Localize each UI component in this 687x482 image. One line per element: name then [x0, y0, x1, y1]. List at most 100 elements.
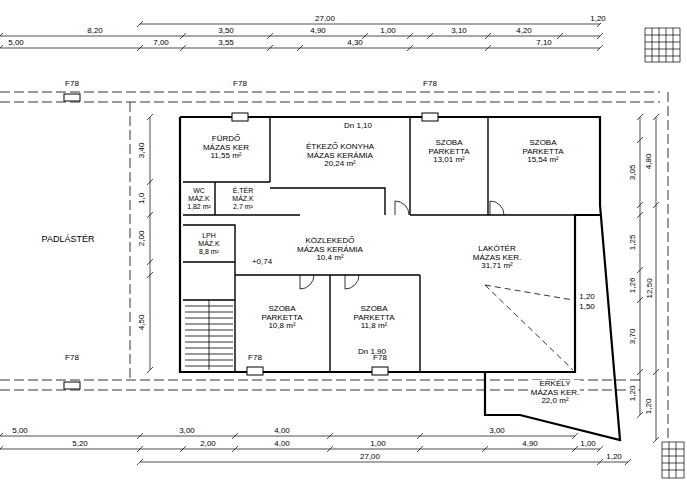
- room-text: MÁZAS KER: [203, 144, 249, 153]
- dimension-tick: [0, 33, 3, 39]
- room-text: 15,54 m²: [522, 156, 563, 165]
- dimension-label: 4,00: [273, 427, 291, 436]
- room-label: ERKÉLYMÁZAS KER.22,0 m²: [530, 380, 580, 406]
- dimension-label: 1,20: [578, 293, 596, 302]
- room-text: PARKETTA: [261, 314, 302, 323]
- dimension-tick: [327, 433, 333, 439]
- dimension-tick: [637, 297, 643, 303]
- dimension-label: 1,20: [630, 384, 639, 402]
- dimension-tick: [485, 33, 491, 39]
- room-text: FÜRDŐ: [203, 135, 249, 144]
- dimension-tick: [180, 446, 186, 452]
- dimension-label: 7,10: [535, 39, 553, 48]
- dimension-label: 3,10: [450, 27, 468, 36]
- dimension-label: 3,00: [178, 427, 196, 436]
- room-label: SZOBAPARKETTA11,8 m²: [352, 305, 395, 331]
- room-label: SZOBAPARKETTA15,54 m²: [521, 139, 564, 165]
- stair-line: [209, 300, 210, 370]
- dimension-tick: [147, 114, 153, 120]
- dimension-tick: [407, 45, 413, 51]
- dimension-tick: [232, 446, 238, 452]
- dimension-tick: [653, 202, 659, 208]
- room-text: MÁZ.K: [232, 195, 253, 203]
- room-text: 10,4 m²: [297, 254, 363, 263]
- dimension-tick: [417, 433, 423, 439]
- dimension-label: 8,20: [86, 27, 104, 36]
- dimension-tick: [137, 45, 143, 51]
- dimension-label: 1,0: [139, 191, 148, 204]
- room-text: 8,8 m²: [198, 248, 219, 256]
- room-text: SZOBA: [522, 139, 563, 148]
- dimension-tick: [147, 259, 153, 265]
- dimension-tick: [482, 446, 488, 452]
- dimension-label: 3,70: [630, 327, 639, 345]
- room-text: 2,7 m²: [232, 203, 253, 211]
- dimension-label: 2,00: [139, 229, 148, 247]
- view-line: [485, 285, 573, 370]
- dimension-label: 27,00: [314, 15, 336, 24]
- dimension-tick: [137, 21, 143, 27]
- room-text: 11,55 m²: [203, 152, 249, 161]
- room-text: 13,01 m²: [428, 156, 469, 165]
- dimension-tick: [637, 267, 643, 273]
- room-text: ERKÉLY: [531, 380, 579, 389]
- dimension-tick: [137, 433, 143, 439]
- dimension-tick: [485, 45, 491, 51]
- room-label: LPHMÁZ.K8,8 m²: [197, 232, 220, 255]
- dimension-label: 27,00: [359, 453, 381, 462]
- dimension-tick: [597, 446, 603, 452]
- dimension-label: F78: [232, 80, 248, 89]
- dimension-tick: [637, 412, 643, 418]
- dimension-tick: [637, 212, 643, 218]
- room-label: KÖZLEKEDŐMÁZAS KERÁMIA10,4 m²: [296, 237, 364, 263]
- room-text: SZOBA: [428, 139, 469, 148]
- dimension-label: 4,90: [521, 440, 539, 449]
- dimension-label: Dn 1,10: [343, 122, 373, 131]
- room-text: MÁZ.K: [187, 195, 211, 203]
- dimension-line: [640, 117, 641, 415]
- room-text: SZOBA: [353, 305, 394, 314]
- room-text: MÁZAS KER.: [473, 254, 521, 263]
- dimension-tick: [137, 459, 143, 465]
- dimension-tick: [147, 212, 153, 218]
- dimension-label: 1,20: [646, 397, 655, 415]
- dimension-tick: [407, 33, 413, 39]
- dimension-tick: [180, 45, 186, 51]
- room-text: PARKETTA: [522, 148, 563, 157]
- dimension-label: 4,20: [515, 27, 533, 36]
- dimension-tick: [597, 45, 603, 51]
- dimension-label: F78: [372, 354, 388, 363]
- dimension-tick: [0, 45, 3, 51]
- room-text: 10,8 m²: [261, 322, 302, 331]
- dimension-tick: [0, 446, 3, 452]
- dimension-line: [150, 117, 151, 370]
- dimension-label: 3,50: [217, 27, 235, 36]
- room-text: 11,8 m²: [353, 322, 394, 331]
- room-text: 20,24 m²: [306, 160, 374, 169]
- dimension-label: 1,20: [605, 453, 623, 462]
- dimension-tick: [625, 459, 631, 465]
- dimension-tick: [147, 179, 153, 185]
- window: [64, 94, 438, 389]
- dimension-tick: [0, 433, 3, 439]
- dimension-label: 3,00: [488, 427, 506, 436]
- room-text: 22,0 m²: [531, 397, 579, 406]
- dimension-tick: [267, 33, 273, 39]
- room-text: WC: [187, 187, 211, 195]
- dimension-tick: [232, 433, 238, 439]
- room-text: É.TÉR: [232, 187, 253, 195]
- outer-wall: [180, 117, 620, 440]
- dimension-tick: [597, 459, 603, 465]
- dimension-label: 4,30: [346, 39, 364, 48]
- dimension-label: 1,20: [589, 15, 607, 24]
- dimension-tick: [180, 33, 186, 39]
- dimension-label: 1,00: [369, 440, 387, 449]
- room-text: MÁZAS KER.: [531, 389, 579, 398]
- room-text: MÁZAS KERÁMIA: [297, 246, 363, 255]
- dimension-label: 4,50: [139, 313, 148, 331]
- dimension-label: 3,40: [139, 141, 148, 159]
- room-label: É.TÉRMÁZ.K2,7 m²: [231, 187, 254, 210]
- dimension-lines: [0, 21, 659, 465]
- dimension-line: [140, 24, 600, 25]
- room-text: MÁZAS KERÁMIA: [306, 152, 374, 161]
